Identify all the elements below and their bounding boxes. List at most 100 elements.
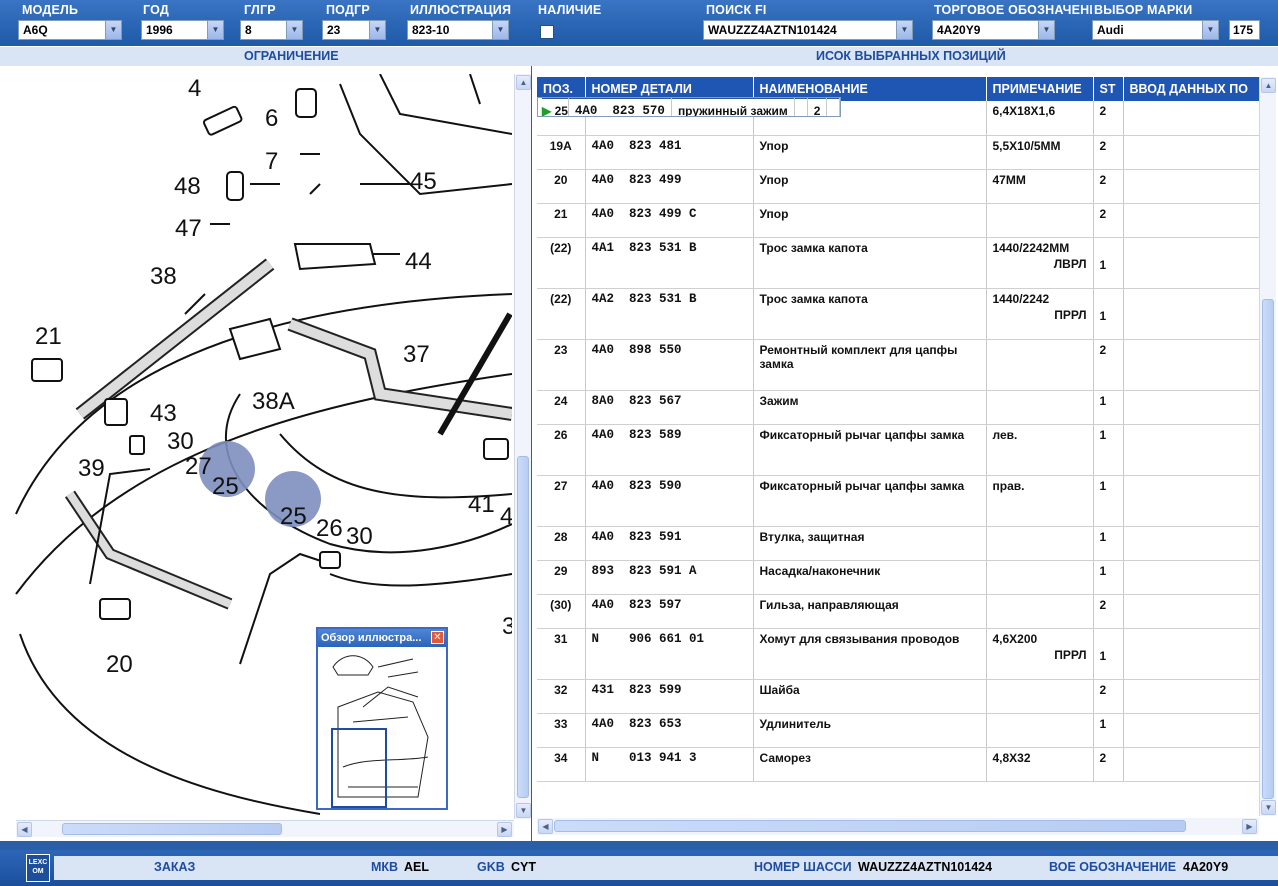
position-25-marker[interactable]	[199, 441, 255, 497]
table-hscroll[interactable]: ◀ ▶	[537, 818, 1259, 835]
search-vin-select[interactable]: WAUZZZ4AZTN101424▼	[703, 20, 913, 40]
diagram-position-label[interactable]: 41	[468, 491, 495, 518]
subgroup-select[interactable]: 23▼	[322, 20, 386, 40]
order-button[interactable]: ЗАКАЗ	[154, 860, 196, 874]
chevron-down-icon[interactable]: ▼	[286, 21, 302, 39]
overview-thumbnail[interactable]	[318, 647, 446, 808]
scroll-thumb[interactable]	[62, 823, 282, 835]
chevron-down-icon[interactable]: ▼	[105, 21, 121, 39]
diagram-position-label[interactable]: 25	[212, 473, 239, 500]
trade-select[interactable]: 4A20Y9▼	[932, 20, 1055, 40]
diagram-position-label[interactable]: 43	[150, 400, 177, 427]
st-cell: 1	[1093, 288, 1124, 340]
col-st[interactable]: ST	[1093, 77, 1124, 101]
diagram-position-label[interactable]: 3	[502, 613, 512, 640]
trade-field: ТОРГОВОЕ ОБОЗНАЧЕНИ	[934, 3, 1092, 17]
diagram-position-label[interactable]: 7	[265, 148, 278, 175]
diagram-position-label[interactable]: 30	[167, 428, 194, 455]
illustration-hscroll[interactable]: ◀ ▶	[16, 820, 514, 837]
diagram-position-label[interactable]: 20	[106, 651, 133, 678]
chevron-down-icon[interactable]: ▼	[1038, 21, 1054, 39]
col-name[interactable]: НАИМЕНОВАНИЕ	[753, 77, 987, 101]
note-side: ПРРЛ	[1054, 648, 1087, 662]
diagram-position-label[interactable]: 37	[403, 341, 430, 368]
scroll-thumb[interactable]	[554, 820, 1186, 832]
brand-select[interactable]: Audi▼	[1092, 20, 1219, 40]
diagram-position-label[interactable]: 6	[265, 105, 278, 132]
diagram-position-label[interactable]: 48	[174, 173, 201, 200]
overview-popup[interactable]: Обзор иллюстра... ✕	[316, 627, 448, 810]
diagram-position-label[interactable]: 30	[346, 523, 373, 550]
scroll-right-icon[interactable]: ▶	[1242, 819, 1257, 834]
chevron-down-icon[interactable]: ▼	[369, 21, 385, 39]
scroll-right-icon[interactable]: ▶	[497, 822, 512, 837]
diagram-position-label[interactable]: 38	[150, 263, 177, 290]
data-entry-cell	[1123, 560, 1259, 595]
table-vscroll[interactable]: ▲ ▼	[1259, 77, 1276, 816]
availability-checkbox[interactable]	[540, 25, 554, 39]
parts-list-pane: ПОЗ. НОМЕР ДЕТАЛИ НАИМЕНОВАНИЕ ПРИМЕЧАНИ…	[532, 66, 1278, 841]
note-value: 4,8X32	[992, 751, 1031, 765]
scroll-down-icon[interactable]: ▼	[1261, 800, 1276, 815]
position-25-marker[interactable]	[265, 471, 321, 527]
pos-cell: 27	[537, 475, 586, 527]
pos-cell: (22)	[537, 237, 586, 289]
close-icon[interactable]: ✕	[431, 631, 444, 644]
chassis-label: НОМЕР ШАССИ	[754, 860, 852, 874]
diagram-position-label[interactable]: 38A	[252, 388, 295, 415]
diagram-position-label[interactable]: 47	[175, 215, 202, 242]
st-cell: 1	[1093, 424, 1124, 476]
chevron-down-icon[interactable]: ▼	[1202, 21, 1218, 39]
model-select[interactable]: A6Q▼	[18, 20, 122, 40]
col-note[interactable]: ПРИМЕЧАНИЕ	[986, 77, 1094, 101]
scroll-up-icon[interactable]: ▲	[516, 75, 531, 90]
diagram-position-label[interactable]: 26	[316, 515, 343, 542]
chevron-down-icon[interactable]: ▼	[896, 21, 912, 39]
scroll-thumb[interactable]	[1262, 299, 1274, 799]
scroll-up-icon[interactable]: ▲	[1261, 78, 1276, 93]
mgroup-select[interactable]: 8▼	[240, 20, 303, 40]
diagram-position-label[interactable]: 44	[405, 248, 432, 275]
scroll-down-icon[interactable]: ▼	[516, 803, 531, 818]
illustration-select[interactable]: 823-10▼	[407, 20, 509, 40]
overview-viewport[interactable]	[331, 728, 387, 808]
diagram-position-label[interactable]: 27	[185, 453, 212, 480]
scroll-left-icon[interactable]: ◀	[17, 822, 32, 837]
diagram-position-label[interactable]: 25	[280, 503, 307, 530]
year-select[interactable]: 1996▼	[141, 20, 224, 40]
chevron-down-icon[interactable]: ▼	[492, 21, 508, 39]
scroll-thumb[interactable]	[517, 456, 529, 798]
diagram-position-label[interactable]: 39	[78, 455, 105, 482]
name-cell: Фиксаторный рычаг цапфы замка	[753, 475, 987, 527]
chevron-down-icon[interactable]: ▼	[207, 21, 223, 39]
diagram-position-label[interactable]: 21	[35, 323, 62, 350]
illustration-vscroll[interactable]: ▲ ▼	[514, 74, 531, 819]
diagram-position-label[interactable]: 4	[188, 75, 201, 102]
name-cell: Фиксаторный рычаг цапфы замка	[753, 424, 987, 476]
col-data-entry[interactable]: ВВОД ДАННЫХ ПО	[1123, 77, 1259, 101]
diagram-position-label[interactable]: 4	[500, 503, 512, 530]
part-number-cell: 4A2 823 531 B	[585, 288, 754, 340]
selected-items-title: ИСОК ВЫБРАННЫХ ПОЗИЦИЙ	[816, 49, 1006, 63]
diagram-position-label[interactable]: 45	[410, 168, 437, 195]
brand-extra-field[interactable]: 175	[1229, 20, 1260, 40]
scroll-left-icon[interactable]: ◀	[538, 819, 553, 834]
